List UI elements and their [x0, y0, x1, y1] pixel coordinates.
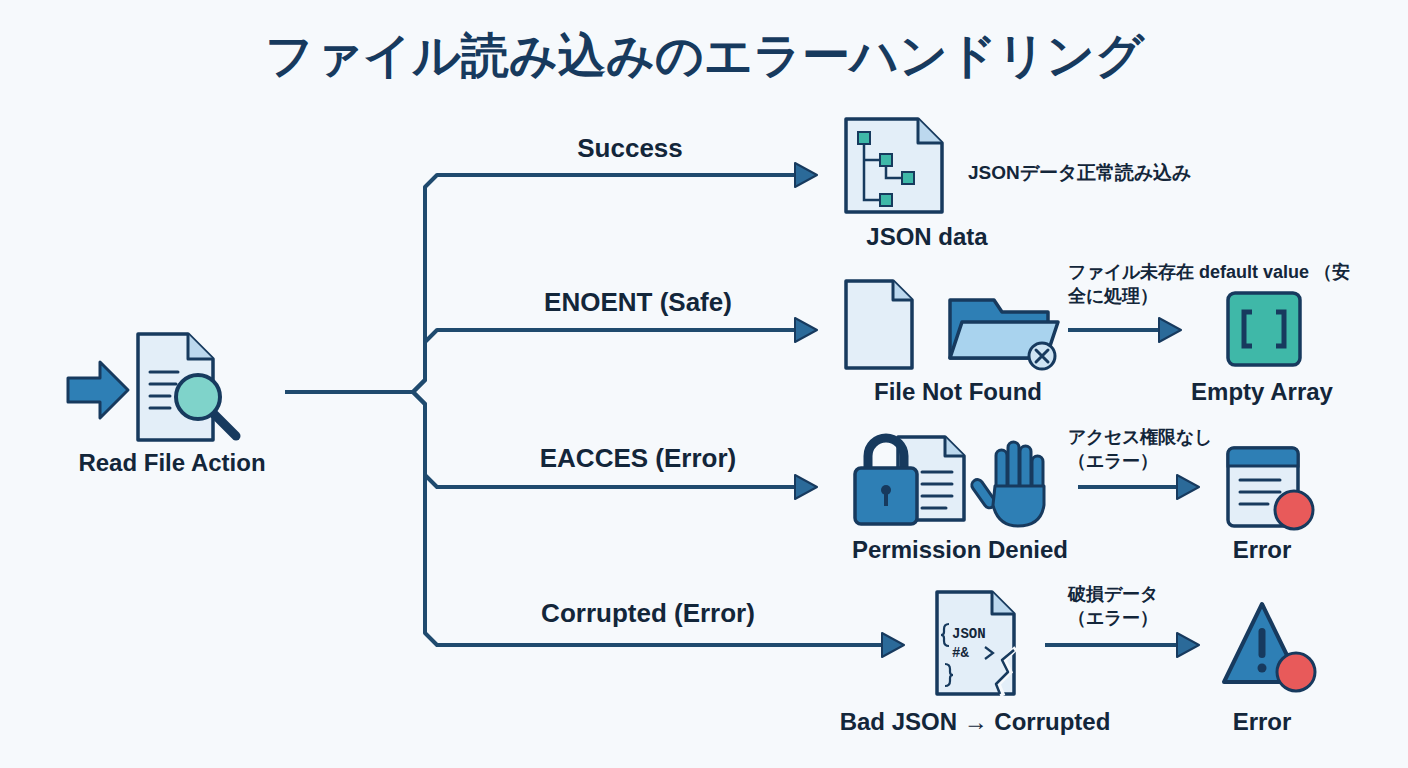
edge-label: Corrupted (Error)	[448, 596, 848, 630]
node-label: Bad JSON → Corrupted	[805, 707, 1145, 737]
flow-connector	[1045, 643, 1188, 647]
icon-node: Read File Action	[55, 320, 285, 480]
edge-label: アクセス権限なし （エラー）	[1068, 425, 1238, 473]
page-fold	[992, 592, 1014, 614]
icon-node: Empty Array	[1182, 285, 1342, 410]
icon-node: Bad JSON → Corrupted	[905, 585, 1045, 740]
error-dot	[1275, 491, 1313, 529]
flow-connector	[1068, 328, 1170, 332]
document-icon	[846, 119, 942, 212]
page-fold	[188, 334, 213, 359]
text-lines	[922, 472, 952, 508]
node-label: Error	[1092, 535, 1408, 565]
edge-label: 破損データ （エラー）	[1068, 582, 1193, 630]
missing-badge	[1029, 343, 1055, 369]
chevron-symbol	[985, 647, 993, 659]
magnifier-lens	[176, 375, 220, 419]
node-label: Error	[1092, 707, 1408, 737]
magnifier-handle	[214, 414, 236, 436]
tree-node	[902, 172, 914, 184]
flow-connector	[285, 330, 806, 392]
icon-node: Error	[1200, 440, 1325, 570]
flow-connector	[1078, 485, 1188, 489]
text-lines	[1240, 480, 1280, 504]
hand-palm	[993, 486, 1044, 526]
brace-symbol	[941, 624, 949, 646]
document-icon	[937, 592, 1014, 694]
flow-connector	[285, 392, 893, 645]
page-fold	[945, 437, 964, 456]
icon-node: File Not Found	[818, 272, 1068, 412]
edge-label: Success	[430, 131, 830, 165]
exclamation-dot	[1258, 664, 1267, 673]
edge-label: ファイル未存在 default value （安全に処理）	[1068, 260, 1353, 308]
edge-label: ENOENT (Safe)	[438, 285, 838, 319]
array-tile	[1228, 293, 1300, 365]
node-label: JSON data	[757, 222, 1097, 252]
brace-symbol	[945, 664, 953, 686]
keyhole	[884, 492, 888, 506]
window-bar	[1228, 448, 1298, 466]
tree-node	[880, 154, 892, 166]
annotation: JSON	[952, 626, 986, 642]
flow-connector	[285, 175, 806, 392]
icon-node: JSON data	[818, 112, 968, 257]
icon-node: Permission Denied	[818, 428, 1078, 568]
page-fold	[893, 281, 912, 300]
node-label: Empty Array	[1092, 377, 1408, 407]
edge-label: EACCES (Error)	[438, 441, 838, 475]
input-arrow	[68, 362, 128, 418]
crack-line	[996, 650, 1014, 694]
diagram-title: ファイル読み込みのエラーハンドリング	[0, 26, 1408, 86]
error-dot	[1277, 653, 1315, 691]
tree-node	[880, 194, 892, 206]
document-icon	[846, 281, 912, 368]
tree-node	[858, 132, 870, 144]
exclamation-bar	[1259, 628, 1266, 658]
lock-body	[855, 468, 917, 524]
annotation: JSONデータ正常読み込み	[968, 160, 1191, 186]
tree-lines	[864, 144, 902, 200]
node-label: Read File Action	[2, 448, 342, 478]
node-label: Permission Denied	[790, 535, 1130, 565]
bracket-symbol	[1244, 312, 1284, 346]
cross-mark	[1036, 350, 1048, 362]
icon-node: Error	[1200, 595, 1325, 740]
node-label: File Not Found	[788, 377, 1128, 407]
text-lines	[150, 372, 178, 408]
annotation: #&	[952, 645, 969, 661]
page-fold	[918, 119, 942, 143]
